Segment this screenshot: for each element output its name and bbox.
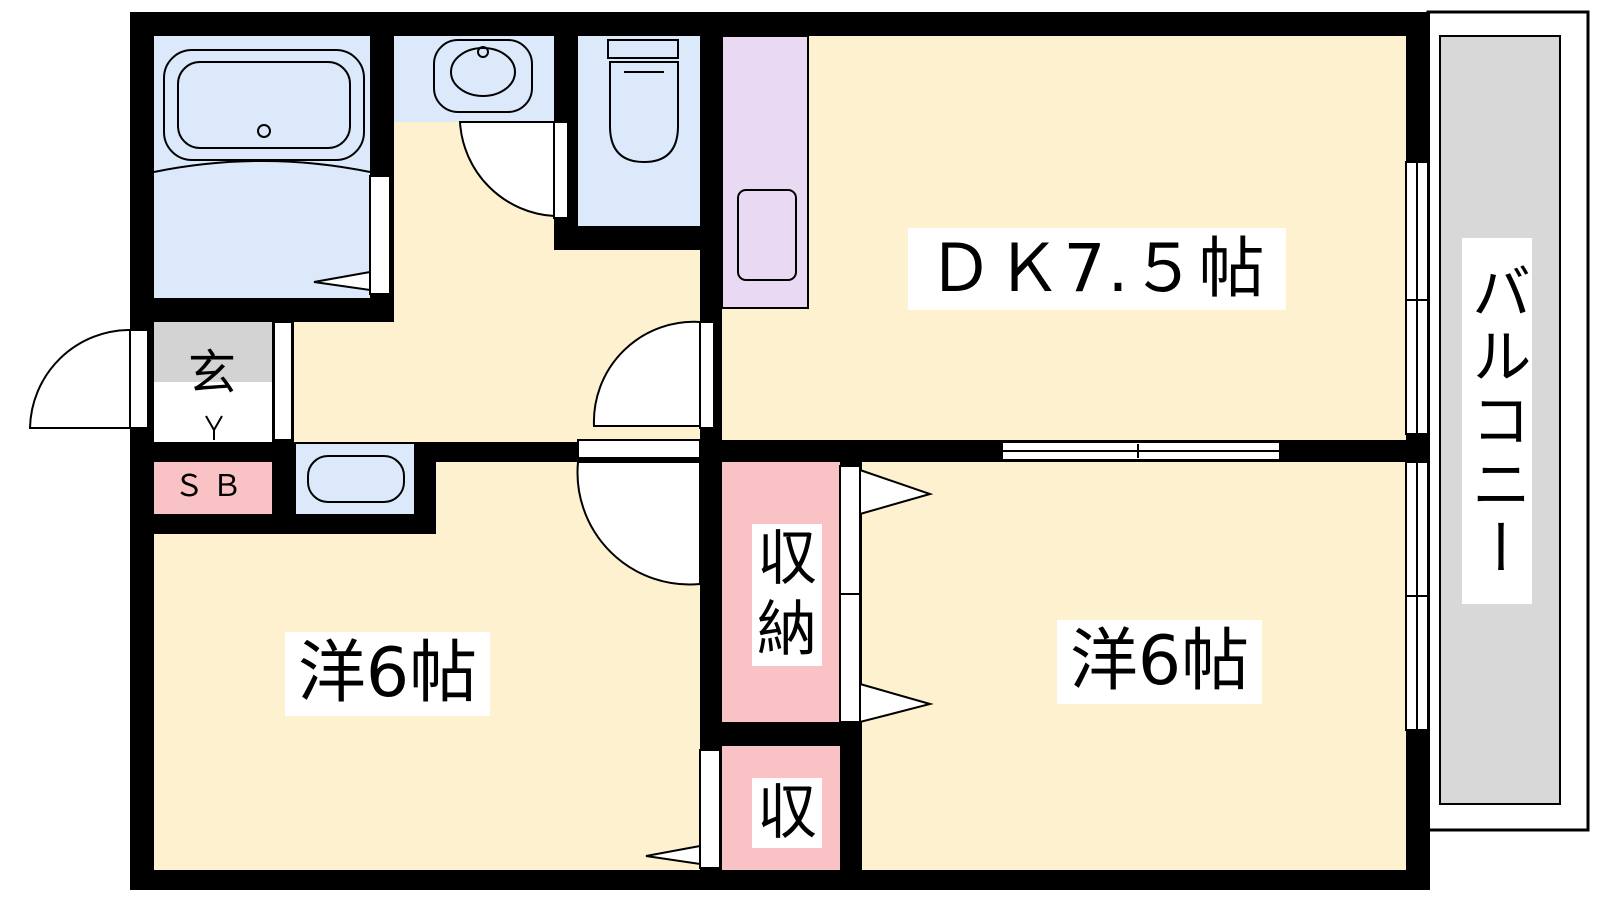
room-label-western2: 洋6帖 [1057,620,1262,704]
wash-tub [307,455,405,503]
door-bath-frame [369,175,391,295]
door-bath-leaf [313,270,371,292]
door-dk-frame [699,321,715,429]
bath-floor-line [153,160,371,173]
washbasin [433,39,533,113]
bathtub [163,49,365,161]
hallway-floor [294,122,700,442]
door-entrance-frame [129,329,149,429]
door-western1-frame [577,439,701,459]
genkan-step-mark [205,415,223,440]
door-western1 [576,461,701,586]
room-label-genkan: 玄 [187,345,236,401]
bathtub-inner [177,61,351,149]
storage1-door-leaf1 [859,468,934,516]
door-dk [592,320,701,427]
storage1-door-leaf2 [859,682,934,724]
shoebox-floor [154,462,272,514]
storage2-door-leaf [645,844,701,866]
door-washroom-frame [553,121,569,219]
room-label-shoebox: ＳＢ [174,469,250,504]
storage2-door-frame [699,749,721,869]
toilet-bowl [609,61,679,164]
door-entrance [28,328,131,429]
room-label-storage1: 収納 [752,524,822,666]
sink [737,189,797,281]
room-label-storage2: 収 [752,778,822,848]
room-label-balcony: バルコニー [1461,238,1532,604]
door-genkan-frame [273,321,293,441]
faucet [477,46,489,58]
room-label-western1: 洋6帖 [285,632,490,716]
door-washroom [458,121,555,218]
room-label-dk: ＤＫ7.５帖 [908,228,1286,310]
bathtub-drain [257,124,271,138]
toilet-tank [607,39,679,59]
